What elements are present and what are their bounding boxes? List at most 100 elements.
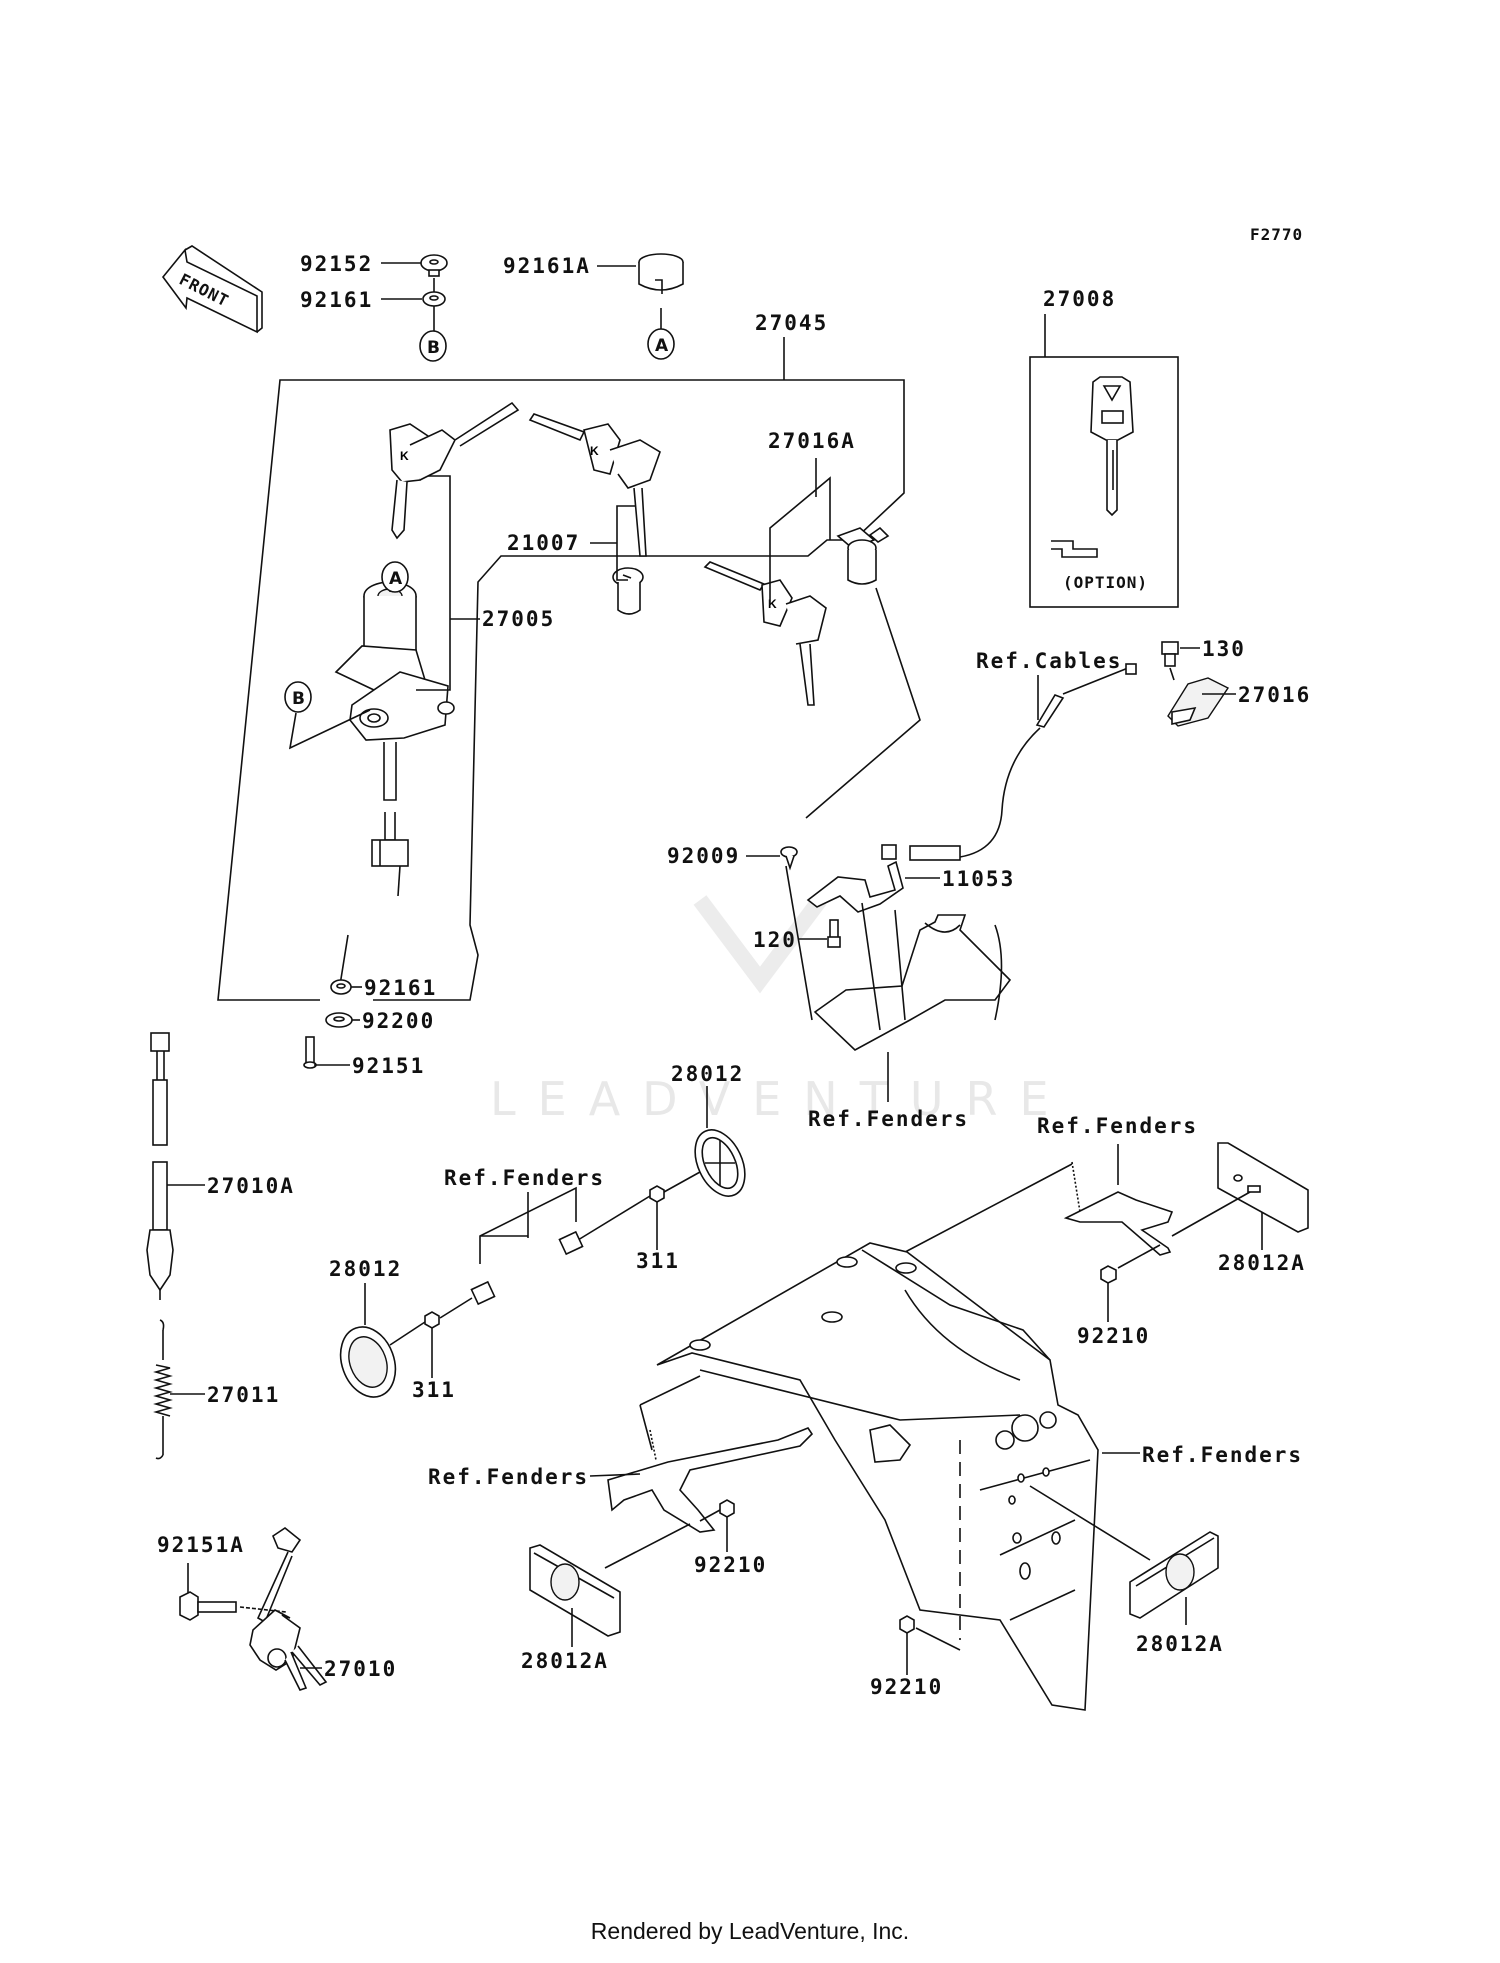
brake-switch-27010A — [146, 1032, 174, 1300]
option-key-27008 — [1090, 376, 1134, 517]
svg-text:27016A: 27016A — [768, 429, 856, 453]
reference-marker-b-switch: B — [284, 681, 312, 713]
callout-ref-cables[interactable]: Ref.Cables — [976, 649, 1122, 720]
sleeve-92161A — [638, 253, 684, 294]
callout-92161-lower[interactable]: 92161 — [351, 976, 437, 1000]
svg-text:27008: 27008 — [1043, 287, 1116, 311]
callout-311-upper[interactable]: 311 — [636, 1202, 680, 1273]
bolt-92151A — [179, 1591, 237, 1621]
nut-92210-right — [1100, 1265, 1117, 1284]
washer-92161-lower — [330, 979, 352, 995]
callout-27011[interactable]: 27011 — [170, 1383, 280, 1407]
rect-reflector-28012A-right-bottom — [1129, 1531, 1219, 1619]
switch-27010 — [249, 1527, 328, 1691]
callout-92151A[interactable]: 92151A — [157, 1533, 245, 1598]
callout-130[interactable]: 130 — [1180, 637, 1246, 661]
svg-text:K: K — [400, 449, 409, 463]
reference-marker-a-top: A — [647, 328, 675, 360]
callout-27045[interactable]: 27045 — [755, 311, 828, 380]
svg-text:92161: 92161 — [300, 288, 373, 312]
svg-text:Ref.Fenders: Ref.Fenders — [808, 1107, 969, 1131]
washer-92200 — [325, 1012, 353, 1028]
rect-reflector-28012A-right-top — [1217, 1142, 1309, 1233]
svg-text:92009: 92009 — [667, 844, 740, 868]
callout-27016A[interactable]: 27016A — [768, 429, 856, 605]
round-reflector-28012-left — [339, 1326, 397, 1398]
key-set-21007: K — [528, 413, 661, 557]
screw-92009 — [780, 846, 798, 871]
nut-92210-mid — [719, 1499, 735, 1518]
seat-lock-27016A — [836, 526, 890, 585]
nut-311-upper — [649, 1185, 665, 1203]
callout-27005[interactable]: 27005 — [416, 475, 555, 691]
callout-ref-fenders-right[interactable]: Ref.Fenders — [1037, 1114, 1198, 1185]
rect-reflector-28012A-left — [529, 1544, 621, 1637]
callout-120[interactable]: 120 — [753, 928, 827, 952]
callout-27016[interactable]: 27016 — [1202, 683, 1311, 707]
callout-92210-bottom[interactable]: 92210 — [870, 1633, 943, 1699]
screw-130 — [1161, 641, 1179, 681]
stud-lower — [470, 1280, 496, 1306]
svg-text:Ref.Fenders: Ref.Fenders — [428, 1465, 589, 1489]
callout-92210-right[interactable]: 92210 — [1077, 1283, 1150, 1348]
callout-27010A[interactable]: 27010A — [167, 1174, 295, 1198]
svg-text:92151: 92151 — [352, 1054, 425, 1078]
svg-text:311: 311 — [636, 1249, 680, 1273]
svg-text:27011: 27011 — [207, 1383, 280, 1407]
collar-92152 — [420, 254, 448, 277]
stud-upper — [558, 1230, 584, 1256]
callout-27008[interactable]: 27008 — [1043, 287, 1116, 357]
callout-92151[interactable]: 92151 — [314, 1054, 425, 1078]
bolt-120 — [827, 919, 841, 948]
svg-text:28012A: 28012A — [521, 1649, 609, 1673]
callout-28012-left[interactable]: 28012 — [329, 1257, 402, 1325]
callout-28012A-left[interactable]: 28012A — [521, 1608, 609, 1673]
reference-marker-b-top: B — [419, 330, 447, 362]
key-profile-icon — [1051, 540, 1098, 558]
round-reflector-28012-center — [694, 1129, 746, 1197]
seat-lock-cable — [881, 663, 1137, 861]
rear-fender — [656, 1242, 1099, 1711]
callout-28012A-right-top[interactable]: 28012A — [1218, 1212, 1306, 1275]
callout-27010[interactable]: 27010 — [300, 1657, 397, 1681]
svg-text:92161: 92161 — [364, 976, 437, 1000]
callout-ref-fenders-left[interactable]: Ref.Fenders — [444, 1166, 605, 1264]
callout-92200[interactable]: 92200 — [352, 1009, 435, 1033]
bracket-11053 — [806, 860, 904, 913]
svg-text:311: 311 — [412, 1378, 456, 1402]
callout-92161A[interactable]: 92161A — [503, 254, 636, 278]
reference-marker-a-switch: A — [381, 561, 409, 593]
callout-ref-fenders-center[interactable]: Ref.Fenders — [808, 1052, 969, 1131]
callout-92152[interactable]: 92152 — [300, 252, 422, 276]
callout-21007[interactable]: 21007 — [507, 505, 635, 581]
callout-11053[interactable]: 11053 — [905, 867, 1015, 891]
svg-text:11053: 11053 — [942, 867, 1015, 891]
callout-28012-center[interactable]: 28012 — [671, 1062, 744, 1128]
svg-text:92200: 92200 — [362, 1009, 435, 1033]
nut-311-lower — [424, 1311, 440, 1329]
seat-lock-latch-27016 — [1167, 677, 1230, 727]
svg-text:27010: 27010 — [324, 1657, 397, 1681]
svg-text:27010A: 27010A — [207, 1174, 295, 1198]
option-key-box — [1029, 356, 1179, 608]
key-set-27016A: K — [703, 561, 827, 706]
svg-text:92210: 92210 — [694, 1553, 767, 1577]
callout-ref-fenders-bracket[interactable]: Ref.Fenders — [428, 1465, 641, 1489]
svg-text:Ref.Fenders: Ref.Fenders — [444, 1166, 605, 1190]
callout-28012A-right-bottom[interactable]: 28012A — [1136, 1597, 1224, 1656]
callout-ref-fenders-fender[interactable]: Ref.Fenders — [1102, 1443, 1303, 1467]
callout-92161-top[interactable]: 92161 — [300, 288, 422, 312]
svg-text:21007: 21007 — [507, 531, 580, 555]
callout-92210-mid[interactable]: 92210 — [694, 1517, 767, 1577]
svg-text:28012: 28012 — [329, 1257, 402, 1281]
svg-text:Ref.Fenders: Ref.Fenders — [1142, 1443, 1303, 1467]
ignition-switch-27005 — [334, 581, 455, 897]
svg-text:92151A: 92151A — [157, 1533, 245, 1557]
svg-text:Ref.Cables: Ref.Cables — [976, 649, 1122, 673]
svg-text:130: 130 — [1202, 637, 1246, 661]
callout-311-lower[interactable]: 311 — [412, 1328, 456, 1402]
svg-text:27045: 27045 — [755, 311, 828, 335]
callout-92009[interactable]: 92009 — [667, 844, 780, 868]
svg-text:92161A: 92161A — [503, 254, 591, 278]
footer-credit: Rendered by LeadVenture, Inc. — [590, 1918, 910, 1944]
